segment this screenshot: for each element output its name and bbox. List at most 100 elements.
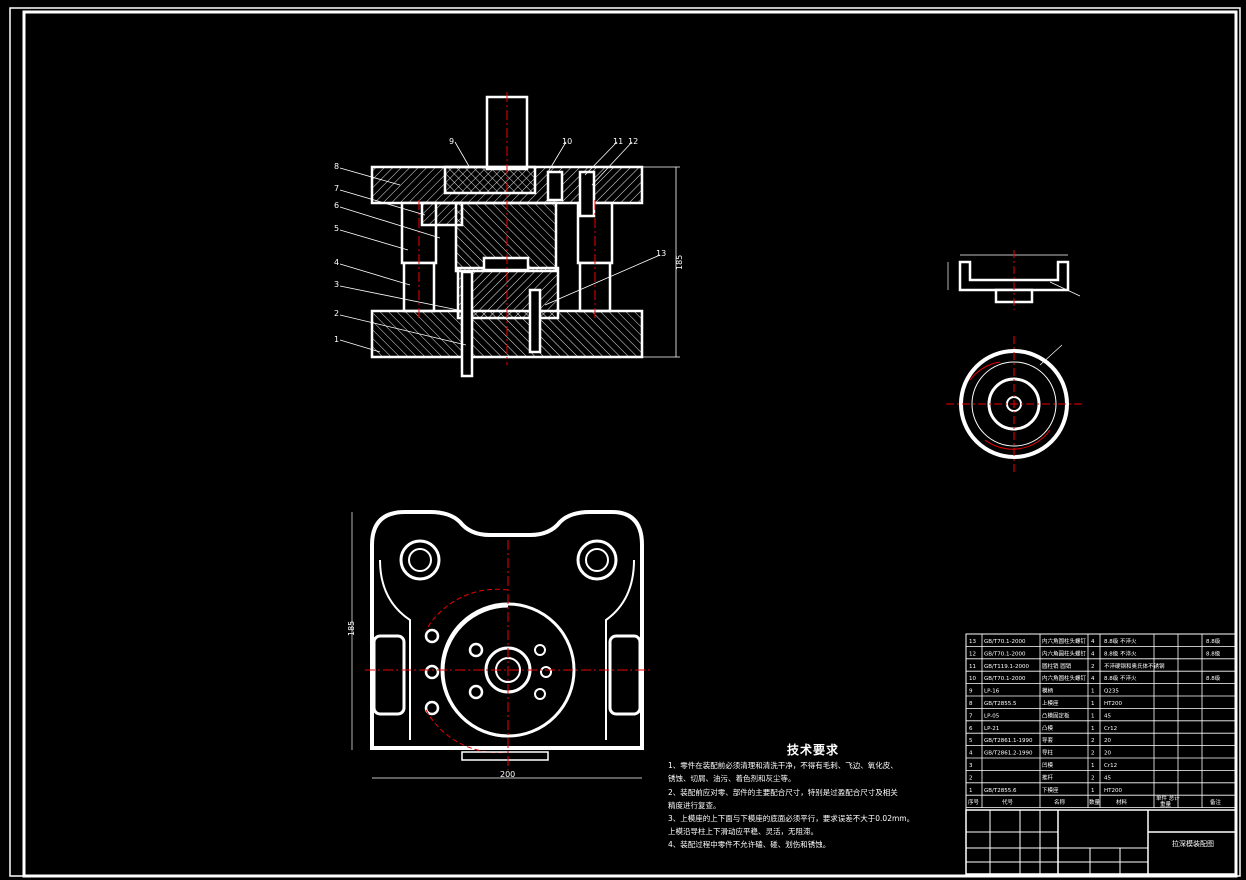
dim-plan-height: 185	[347, 621, 356, 636]
bom-no: 12	[969, 651, 976, 657]
bom-no: 11	[969, 664, 976, 670]
tech-requirements-title: 技术要求	[786, 743, 839, 757]
part-label-11: 11	[613, 137, 623, 146]
part-label-2: 2	[334, 309, 339, 318]
bom-name: 下模座	[1042, 786, 1059, 794]
tech-line-1: 1、零件在装配前必须清理和清洗干净，不得有毛刺、飞边、氧化皮、	[668, 761, 898, 771]
bom-qty: 1	[1091, 713, 1095, 719]
bom-material: 8.8级 不淬火	[1104, 649, 1137, 657]
bom-code: LP-21	[984, 726, 999, 732]
part-label-8: 8	[334, 162, 339, 171]
bom-note: 8.8级	[1206, 649, 1221, 657]
bom-name: 凸模	[1042, 724, 1054, 732]
bom-no: 7	[969, 713, 973, 719]
bom-name: 内六角圆柱头螺钉	[1042, 649, 1087, 657]
bom-code: GB/T70.1-2000	[984, 676, 1026, 682]
bom-header-weight: 重量	[1160, 800, 1172, 808]
bom-no: 1	[969, 788, 973, 794]
technical-requirements: 技术要求 1、零件在装配前必须清理和清洗干净，不得有毛刺、飞边、氧化皮、 锈蚀、…	[668, 743, 958, 852]
bom-material: 45	[1104, 713, 1111, 719]
bom-no: 8	[969, 701, 973, 707]
bom-qty: 1	[1091, 763, 1095, 769]
bom-header-qty: 数量	[1089, 798, 1101, 806]
bom-code: GB/T119.1-2000	[984, 664, 1029, 670]
bom-material: 20	[1104, 751, 1111, 757]
bom-qty: 2	[1091, 664, 1095, 670]
bom-name: 导套	[1042, 736, 1054, 744]
bom-name: 圆柱销 圆销	[1042, 662, 1072, 670]
tech-line-6: 上模沿导柱上下滑动应平稳、灵活，无阻滞。	[668, 827, 818, 837]
bom-header-note: 备注	[1210, 798, 1222, 806]
part-label-7: 7	[334, 184, 339, 193]
bom-qty: 1	[1091, 788, 1095, 794]
bom-header-no: 序号	[968, 798, 980, 806]
bom-no: 3	[969, 763, 973, 769]
bom-qty: 2	[1091, 775, 1095, 781]
bom-material: HT200	[1104, 701, 1122, 707]
title-block-name: 拉深模装配图	[1172, 839, 1214, 848]
bom-qty: 2	[1091, 751, 1095, 757]
bom-code: GB/T70.1-2000	[984, 639, 1026, 645]
part-section-view	[958, 260, 1070, 304]
part-label-13: 13	[656, 249, 666, 258]
bom-material: 20	[1104, 738, 1111, 744]
bom-name: 凸模固定板	[1042, 711, 1070, 719]
dim-plan-width: 200	[500, 770, 515, 779]
bom-header-material: 材料	[1116, 798, 1128, 806]
bom-qty: 1	[1091, 726, 1095, 732]
bom-code: GB/T2855.5	[984, 701, 1017, 707]
bom-header-code: 代号	[1002, 798, 1014, 806]
part-label-1: 1	[334, 335, 339, 344]
part-label-5: 5	[334, 224, 339, 233]
bom-note: 8.8级	[1206, 637, 1221, 645]
bom-qty: 4	[1091, 639, 1095, 645]
inner-frame	[22, 10, 1238, 878]
dim-front-height: 185	[675, 255, 684, 270]
bom-material: 8.8级 不淬火	[1104, 637, 1137, 645]
part-label-9: 9	[449, 137, 454, 146]
bom-no: 5	[969, 738, 973, 744]
bom-qty: 1	[1091, 701, 1095, 707]
bom-name: 内六角圆柱头螺钉	[1042, 674, 1087, 682]
bom-header-unit-total: 单件 总计	[1156, 794, 1180, 802]
bom-material: HT200	[1104, 788, 1122, 794]
part-label-4: 4	[334, 258, 339, 267]
bom-name: 模柄	[1042, 687, 1054, 695]
part-label-12: 12	[628, 137, 638, 146]
bom-material: 45	[1104, 775, 1111, 781]
bom-name: 推杆	[1042, 773, 1054, 781]
plan-view	[370, 510, 644, 761]
bom-name: 上模座	[1042, 699, 1059, 707]
bom-code: GB/T2861.2-1990	[984, 751, 1033, 757]
bom-material: 不淬硬钢和奥氏体不锈钢	[1104, 662, 1165, 670]
bom-qty: 4	[1091, 676, 1095, 682]
bom-name: 内六角圆柱头螺钉	[1042, 637, 1087, 645]
bom-no: 9	[969, 689, 973, 695]
tech-line-7: 4、装配过程中零件不允许磕、碰、划伤和锈蚀。	[668, 840, 831, 850]
bom-note: 8.8级	[1206, 674, 1221, 682]
bom-material: Cr12	[1104, 726, 1117, 732]
bom-material: Q235	[1104, 689, 1119, 695]
part-label-6: 6	[334, 201, 339, 210]
bom-name: 凹模	[1042, 761, 1054, 769]
title-block	[965, 809, 1237, 875]
tech-line-3: 2、装配前应对零、部件的主要配合尺寸，特别是过盈配合尺寸及相关	[668, 787, 898, 797]
bom-code: LP-16	[984, 689, 1000, 695]
part-label-3: 3	[334, 280, 339, 289]
bom-qty: 4	[1091, 651, 1095, 657]
tech-line-2: 锈蚀、切屑、油污、着色剂和灰尘等。	[668, 774, 796, 784]
bom-code: GB/T2855.6	[984, 788, 1017, 794]
tech-line-5: 3、上模座的上下面与下模座的底面必须平行，要求误差不大于0.02mm。	[668, 814, 915, 824]
bom-qty: 1	[1091, 689, 1095, 695]
bom-header-name: 名称	[1054, 798, 1066, 806]
bom-no: 2	[969, 775, 973, 781]
tech-line-4: 精度进行复查。	[668, 800, 721, 810]
bom-name: 导柱	[1042, 749, 1054, 757]
bom-no: 13	[969, 639, 976, 645]
bom-no: 6	[969, 726, 973, 732]
bom-material: 8.8级 不淬火	[1104, 674, 1137, 682]
bom-code: GB/T2861.1-1990	[984, 738, 1033, 744]
bom-no: 10	[969, 676, 976, 682]
